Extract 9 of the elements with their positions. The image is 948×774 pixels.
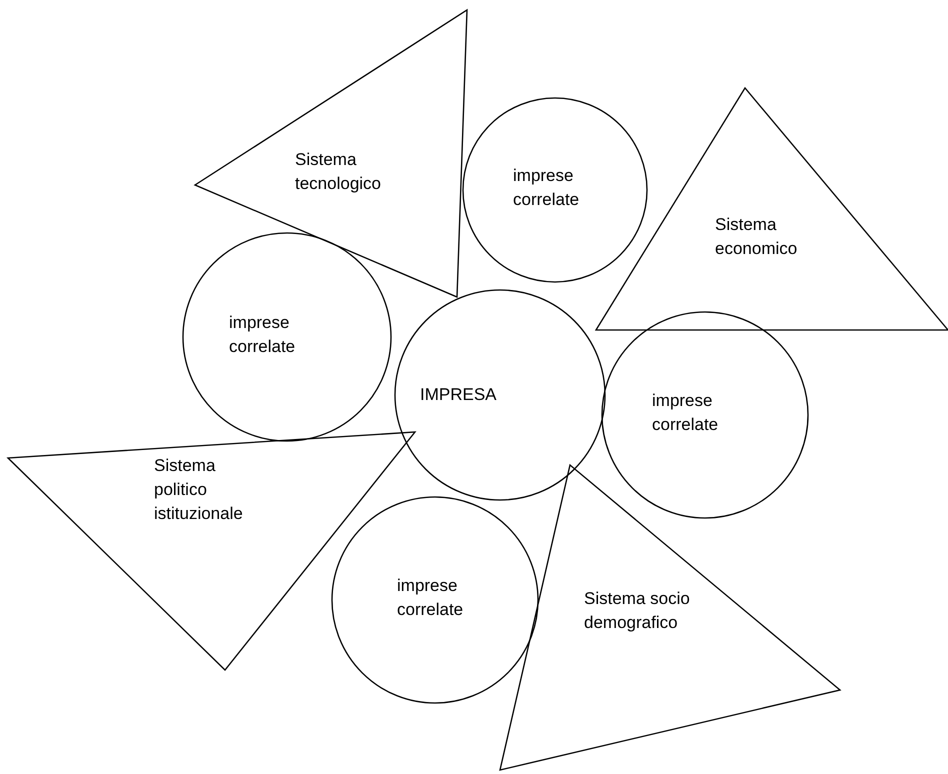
shape-label: Sistema politico istituzionale: [154, 455, 244, 525]
shape-label: Sistema economico: [715, 214, 798, 260]
shape-label: imprese correlate: [513, 165, 580, 211]
shape-label: Sistema socio demografico: [584, 588, 691, 634]
shape-label: Sistema tecnologico: [295, 149, 382, 195]
shape-label: imprese correlate: [652, 390, 720, 436]
shape-label: IMPRESA: [420, 384, 498, 406]
shape-label: imprese correlate: [229, 312, 296, 358]
shape-label: imprese correlate: [397, 575, 464, 621]
